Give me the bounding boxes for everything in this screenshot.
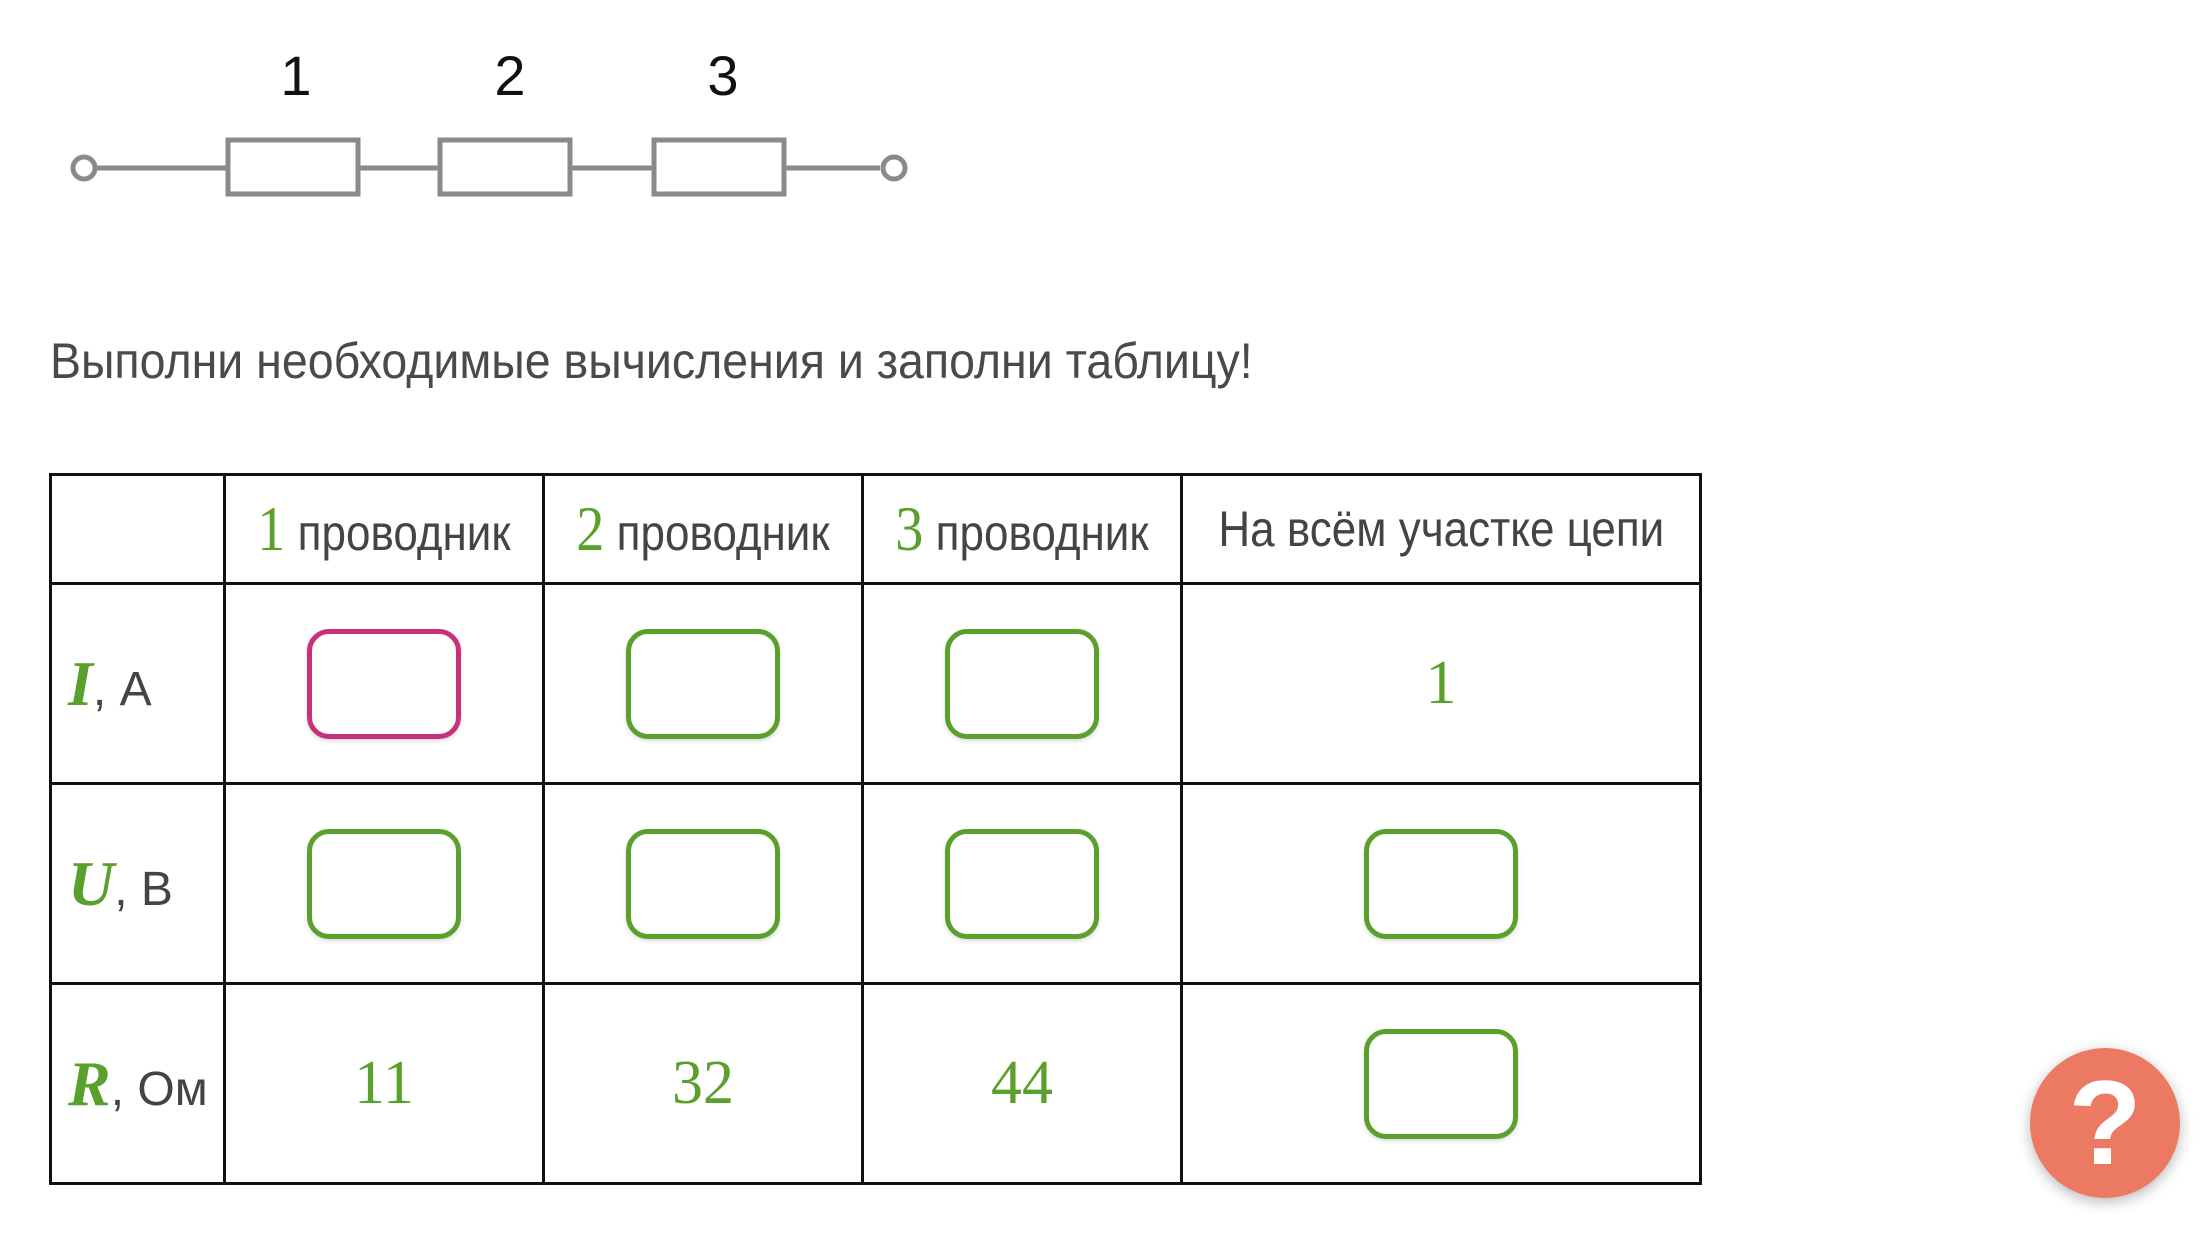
- voltage-cell-total: [1180, 782, 1702, 985]
- current-cell-1: [223, 582, 545, 785]
- current-2-input[interactable]: [626, 628, 780, 739]
- resistance-3-value: 44: [991, 1049, 1053, 1117]
- current-1-input[interactable]: [307, 628, 461, 739]
- current-cell-3: [861, 582, 1183, 785]
- voltage-symbol: U: [68, 847, 115, 919]
- resistor-3-label: 3: [707, 44, 738, 107]
- conductor-3-word: проводник: [935, 505, 1149, 561]
- current-row: I, А 1: [49, 582, 1702, 785]
- conductor-2-word: проводник: [616, 505, 830, 561]
- current-unit: , А: [92, 662, 152, 716]
- conductor-1-number: 1: [257, 493, 286, 564]
- current-total-value: 1: [1425, 649, 1457, 717]
- voltage-unit: , В: [114, 862, 173, 916]
- resistance-cell-total: [1180, 982, 1702, 1185]
- help-button[interactable]: ?: [2030, 1048, 2180, 1198]
- header-conductor-2: 2 проводник: [542, 473, 864, 585]
- resistance-unit: , Ом: [110, 1062, 208, 1116]
- resistor-2-label: 2: [494, 44, 525, 107]
- total-label: На всём участке цепи: [1218, 501, 1664, 557]
- voltage-row: U, В: [49, 782, 1702, 985]
- voltage-cell-3: [861, 782, 1183, 985]
- resistance-row-label: R, Ом: [49, 982, 226, 1185]
- voltage-2-input[interactable]: [626, 828, 780, 939]
- header-conductor-3: 3 проводник: [861, 473, 1183, 585]
- resistance-symbol: R: [68, 1047, 111, 1119]
- calculation-table: 1 проводник 2 проводник 3 проводник На в…: [49, 473, 1702, 1185]
- conductor-3-number: 3: [895, 493, 924, 564]
- resistor-3: [651, 137, 787, 197]
- current-3-input[interactable]: [945, 628, 1099, 739]
- current-cell-2: [542, 582, 864, 785]
- resistance-cell-3: 44: [861, 982, 1183, 1185]
- corner-cell: [49, 473, 226, 585]
- current-row-label: I, А: [49, 582, 226, 785]
- circuit-diagram: 1 2 3: [70, 44, 908, 197]
- conductor-1-word: проводник: [297, 505, 511, 561]
- resistance-total-input[interactable]: [1364, 1028, 1518, 1139]
- resistor-1: [225, 137, 361, 197]
- voltage-row-label: U, В: [49, 782, 226, 985]
- resistance-2-value: 32: [672, 1049, 734, 1117]
- resistance-row: R, Ом 11 32 44: [49, 982, 1702, 1185]
- current-symbol: I: [68, 647, 93, 719]
- terminal-left: [70, 154, 98, 182]
- resistance-cell-1: 11: [223, 982, 545, 1185]
- resistance-1-value: 11: [354, 1049, 414, 1117]
- header-conductor-1: 1 проводник: [223, 473, 545, 585]
- resistor-2: [437, 137, 573, 197]
- voltage-1-input[interactable]: [307, 828, 461, 939]
- current-cell-total: 1: [1180, 582, 1702, 785]
- instruction-text: Выполни необходимые вычисления и заполни…: [50, 333, 1253, 389]
- resistance-cell-2: 32: [542, 982, 864, 1185]
- voltage-cell-1: [223, 782, 545, 985]
- resistor-1-label: 1: [280, 44, 311, 107]
- voltage-total-input[interactable]: [1364, 828, 1518, 939]
- terminal-right: [880, 154, 908, 182]
- question-mark-icon: ?: [2068, 1056, 2142, 1190]
- header-row: 1 проводник 2 проводник 3 проводник На в…: [49, 473, 1702, 585]
- conductor-2-number: 2: [576, 493, 605, 564]
- voltage-3-input[interactable]: [945, 828, 1099, 939]
- voltage-cell-2: [542, 782, 864, 985]
- header-total: На всём участке цепи: [1180, 473, 1702, 585]
